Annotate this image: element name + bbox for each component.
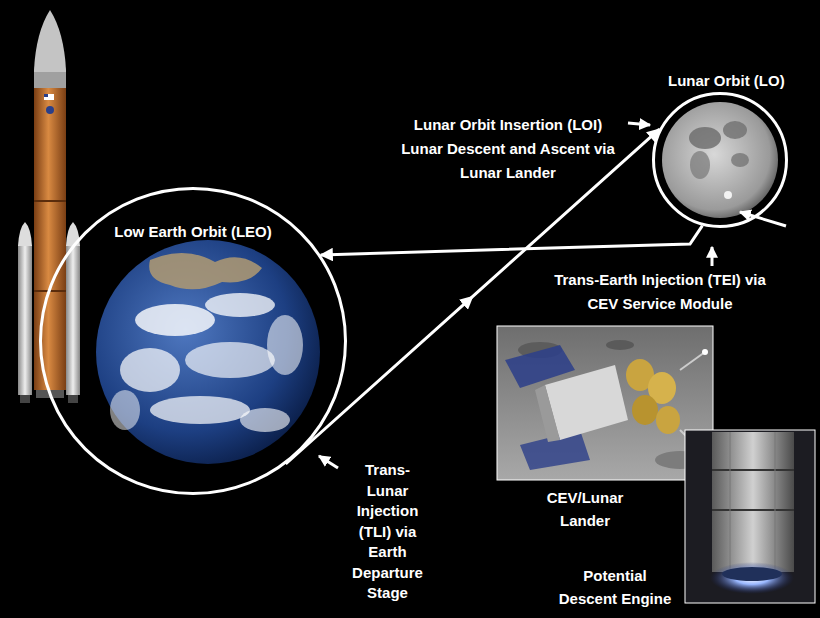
descent-engine-photo [685, 430, 815, 603]
annotation-label: Potential Descent Engine [556, 564, 674, 610]
orbit-ring [654, 94, 787, 227]
annotation-label: Lunar Descent and Ascent via Lunar Lande… [398, 137, 618, 185]
moon-picture [662, 102, 778, 218]
orbit-circle: Low Earth Orbit (LEO) [39, 187, 347, 495]
annotation-label: Trans-Earth Injection (TEI) via CEV Serv… [545, 268, 775, 316]
orbit-name: Lunar Orbit (LO) [668, 69, 785, 93]
annotation-label: Lunar Orbit Insertion (LOI) [388, 113, 628, 137]
cev-lander-photo [497, 326, 713, 480]
orbit-name: Low Earth Orbit (LEO) [39, 220, 347, 244]
leader-arrows [319, 123, 786, 468]
annotation-label: CEV/Lunar Lander [535, 486, 635, 532]
circle-outline [652, 92, 788, 228]
rocket-illustration [18, 10, 80, 403]
orbit-circle: Lunar Orbit (LO) [652, 92, 788, 228]
earth-picture [96, 240, 320, 464]
annotation-label: Trans-Lunar Injection (TLI) via Earth De… [345, 460, 430, 604]
trajectory-arrow [321, 226, 703, 255]
